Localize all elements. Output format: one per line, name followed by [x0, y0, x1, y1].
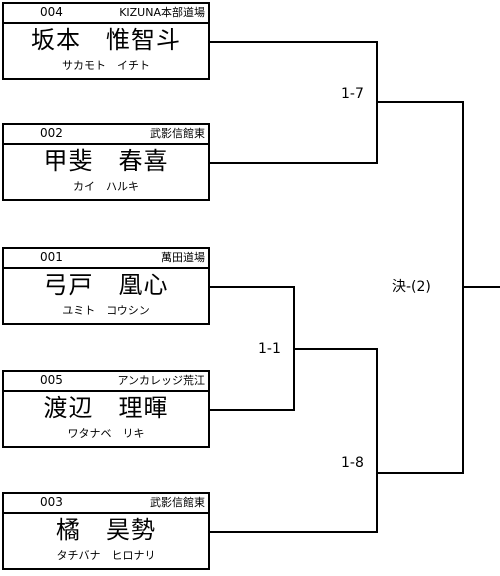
player-card-5: 003 武影信館東 橘 昊勢 タチバナ ヒロナリ	[2, 492, 210, 570]
bracket-line	[376, 348, 378, 533]
player-number: 005	[40, 373, 63, 387]
player-number: 003	[40, 495, 63, 509]
player-number: 004	[40, 5, 63, 19]
match-score: 1-7	[341, 86, 364, 102]
player-card-header: 001 萬田道場	[4, 249, 208, 269]
match-score: 1-8	[341, 455, 364, 471]
player-card-header: 002 武影信館東	[4, 125, 208, 145]
player-number: 002	[40, 126, 63, 140]
player-kana: ワタナベ リキ	[67, 427, 145, 440]
bracket-line	[293, 348, 378, 350]
bracket-line	[210, 286, 295, 288]
bracket-line	[210, 41, 378, 43]
player-name: 橘 昊勢	[56, 516, 156, 544]
player-card-4: 005 アンカレッジ荒江 渡辺 理暉 ワタナベ リキ	[2, 370, 210, 448]
player-kana: タチバナ ヒロナリ	[56, 549, 156, 562]
player-card-1: 004 KIZUNA本部道場 坂本 惟智斗 サカモト イチト	[2, 2, 210, 80]
player-dojo: アンカレッジ荒江	[117, 374, 205, 387]
bracket-line	[210, 531, 378, 533]
bracket-line	[210, 162, 378, 164]
player-name: 坂本 惟智斗	[31, 26, 181, 54]
match-score: 1-1	[258, 341, 281, 357]
player-kana: サカモト イチト	[62, 59, 150, 72]
player-card-2: 002 武影信館東 甲斐 春喜 カイ ハルキ	[2, 123, 210, 201]
player-name: 甲斐 春喜	[43, 147, 169, 175]
player-kana: ユミト コウシン	[62, 304, 150, 317]
player-number: 001	[40, 250, 63, 264]
player-dojo: 萬田道場	[161, 251, 205, 264]
player-name: 渡辺 理暉	[43, 394, 169, 422]
bracket-line	[210, 409, 295, 411]
bracket-line	[462, 286, 500, 288]
bracket-line	[376, 101, 464, 103]
bracket-line	[376, 472, 464, 474]
player-dojo: KIZUNA本部道場	[119, 6, 205, 19]
player-name: 弓戸 凰心	[43, 271, 169, 299]
player-kana: カイ ハルキ	[73, 180, 139, 193]
player-card-header: 005 アンカレッジ荒江	[4, 372, 208, 392]
player-card-header: 003 武影信館東	[4, 494, 208, 514]
player-dojo: 武影信館東	[150, 496, 205, 509]
final-score: 決-(2)	[392, 279, 431, 295]
player-card-3: 001 萬田道場 弓戸 凰心 ユミト コウシン	[2, 247, 210, 325]
player-dojo: 武影信館東	[150, 127, 205, 140]
player-card-header: 004 KIZUNA本部道場	[4, 4, 208, 24]
